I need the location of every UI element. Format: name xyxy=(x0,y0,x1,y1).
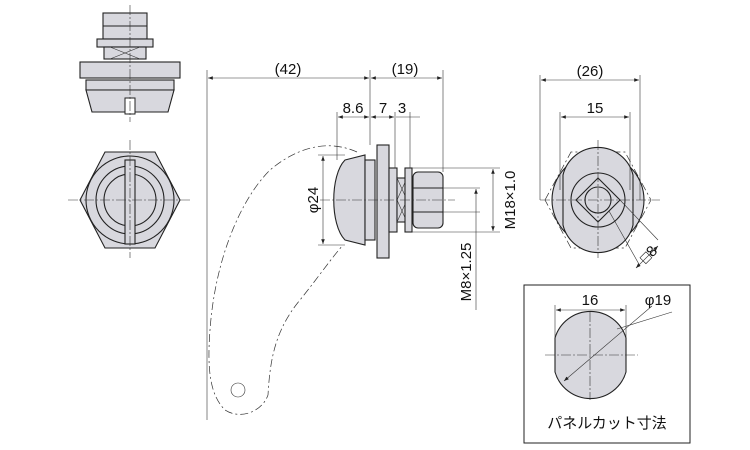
dim-7: 7 xyxy=(379,100,387,117)
dim-8-6: 8.6 xyxy=(343,100,364,117)
side-view xyxy=(208,144,455,415)
dim-26: (26) xyxy=(577,63,604,80)
top-view xyxy=(79,5,181,122)
rear-view: (26) 15 □8 xyxy=(539,63,661,269)
cutout-title: パネルカット寸法 xyxy=(547,415,667,432)
cutout-dim-16: 16 xyxy=(582,292,599,309)
dim-42: (42) xyxy=(275,61,302,78)
dim-3: 3 xyxy=(398,100,406,117)
cutout-dim-phi19: φ19 xyxy=(645,292,671,309)
dim-19: (19) xyxy=(392,61,419,78)
dim-15: 15 xyxy=(587,100,604,117)
front-view xyxy=(68,140,192,258)
dim-phi24: φ24 xyxy=(305,187,322,213)
panel-cutout-box: 16 φ19 パネルカット寸法 xyxy=(523,284,691,444)
dim-m8: M8×1.25 xyxy=(458,243,475,302)
side-dimensions: (42) (19) 8.6 7 3 φ24 M18×1.0 M8×1.25 xyxy=(206,61,519,420)
dim-m18: M18×1.0 xyxy=(502,171,519,230)
